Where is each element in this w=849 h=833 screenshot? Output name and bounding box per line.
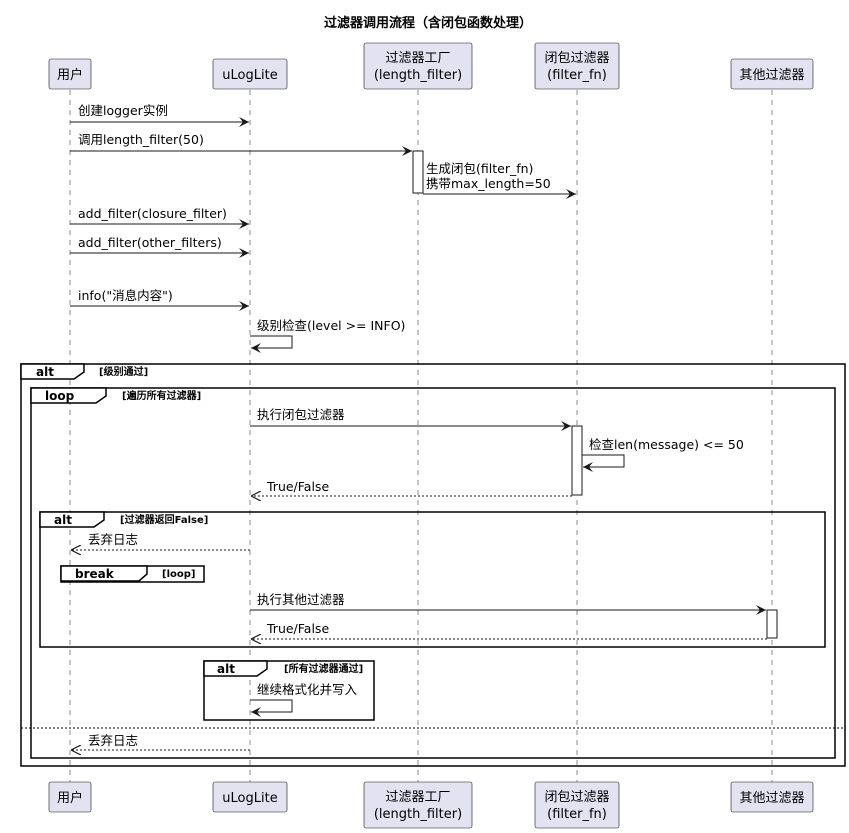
participant-factory-top: 过滤器工厂 (length_filter) (363, 42, 473, 90)
message-closure-return: True/False (266, 479, 329, 494)
message-discard-log-else: 丢弃日志 (88, 733, 138, 748)
participant-label: uLogLite (222, 791, 277, 806)
message-level-check: 级别检查(level >= INFO) (257, 318, 405, 333)
message-format-write: 继续格式化并写入 (257, 682, 358, 697)
diagram-title: 过滤器调用流程（含闭包函数处理） (324, 15, 532, 31)
activation-other (766, 609, 778, 639)
fragment-break: break [loop] (60, 565, 205, 583)
participant-label-sub: (filter_fn) (547, 68, 607, 83)
message-other-return: True/False (266, 621, 329, 636)
message-run-other-filters: 执行其他过滤器 (257, 592, 345, 607)
participant-label: 闭包过滤器 (544, 790, 609, 805)
fragment-alt-filter-false: alt [过滤器返回False] (39, 511, 826, 648)
participant-label: 其他过滤器 (739, 68, 804, 83)
fragment-guard: [级别通过] (99, 365, 148, 378)
participant-label: 过滤器工厂 (385, 51, 450, 66)
participant-ulog-top: uLogLite (212, 58, 288, 90)
fragment-keyword: break (75, 567, 115, 581)
participant-user-top: 用户 (48, 58, 92, 90)
message-create-logger: 创建logger实例 (78, 103, 168, 118)
fragment-keyword: alt (54, 513, 72, 527)
fragment-keyword: loop (45, 389, 75, 403)
fragment-guard: [loop] (162, 569, 195, 580)
participant-closure-top: 闭包过滤器 (filter_fn) (534, 42, 620, 90)
participant-label: 闭包过滤器 (544, 51, 609, 66)
message-discard-log: 丢弃日志 (88, 532, 138, 547)
participant-label: 用户 (57, 67, 83, 83)
message-generate-closure-detail: 携带max_length=50 (426, 176, 551, 191)
fragment-keyword: alt (36, 365, 54, 379)
message-check-length: 检查len(message) <= 50 (589, 437, 744, 452)
activation-factory (412, 150, 424, 194)
participant-label-sub: (length_filter) (374, 807, 462, 822)
arrow-level-check (250, 335, 293, 353)
message-add-other-filters: add_filter(other_filters) (78, 235, 222, 250)
participant-factory-bottom: 过滤器工厂 (length_filter) (363, 781, 473, 829)
fragment-guard: [过滤器返回False] (120, 513, 208, 526)
fragment-loop-filters: loop [遍历所有过滤器] (30, 387, 836, 759)
message-generate-closure: 生成闭包(filter_fn) (426, 161, 533, 176)
fragment-guard: [遍历所有过滤器] (122, 389, 201, 402)
message-info-call: info("消息内容") (78, 288, 173, 303)
participant-closure-bottom: 闭包过滤器 (filter_fn) (534, 781, 620, 829)
fragment-keyword: alt (217, 662, 235, 676)
participant-other-top: 其他过滤器 (730, 58, 814, 90)
message-add-closure-filter: add_filter(closure_filter) (78, 206, 227, 221)
message-run-closure-filter: 执行闭包过滤器 (257, 407, 345, 422)
arrow-format-write (250, 699, 293, 717)
message-call-length-filter: 调用length_filter(50) (78, 132, 204, 147)
participant-label: 用户 (57, 790, 83, 806)
participant-label: uLogLite (222, 68, 277, 83)
participant-label: 其他过滤器 (739, 791, 804, 806)
participant-other-bottom: 其他过滤器 (730, 781, 814, 813)
fragment-guard: [所有过滤器通过] (284, 662, 363, 675)
fragment-alt-level-pass: alt [级别通过] (20, 363, 846, 767)
participant-label-sub: (length_filter) (374, 68, 462, 83)
fragment-alt-all-pass: alt [所有过滤器通过] (203, 660, 375, 721)
arrow-check-length (582, 454, 625, 472)
participant-label-sub: (filter_fn) (547, 807, 607, 822)
participant-user-bottom: 用户 (48, 781, 92, 813)
participant-ulog-bottom: uLogLite (212, 781, 288, 813)
activation-closure (571, 425, 583, 496)
participant-label: 过滤器工厂 (385, 790, 450, 805)
